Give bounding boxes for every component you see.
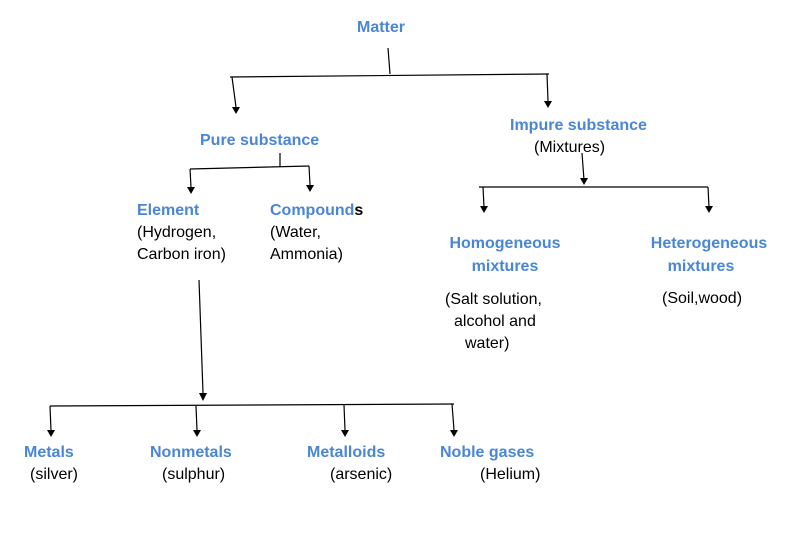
node-homogeneous-label-1: Homogeneous (449, 235, 561, 252)
node-nonmetals-detail: (sulphur) (162, 466, 226, 483)
connector-to-metals (49, 405, 52, 431)
connector-impure-stem (581, 152, 585, 181)
connector-root-bar (229, 73, 550, 78)
connector-to-metalloids (343, 404, 346, 431)
arrowhead-element (187, 187, 195, 194)
arrowhead-element-stem (199, 393, 207, 401)
arrowhead-heterogeneous (705, 206, 713, 213)
arrowhead-homogeneous (480, 206, 488, 213)
node-compounds-label: Compounds (270, 199, 363, 222)
connector-pure-bar (189, 165, 310, 170)
connector-to-heterogeneous (707, 186, 710, 208)
node-compounds-detail-2: Ammonia) (270, 246, 343, 263)
node-element-label: Element (137, 202, 200, 219)
node-pure-substance-label: Pure substance (200, 132, 320, 149)
arrowhead-compounds (306, 185, 314, 192)
compounds-label-main: Compound (270, 202, 355, 219)
compounds-label-tail: s (354, 202, 364, 219)
node-homogeneous-detail-1: (Salt solution, (445, 291, 542, 308)
connector-to-compounds (308, 165, 311, 186)
node-impure-substance-sublabel: (Mixtures) (534, 139, 606, 156)
node-heterogeneous-label-1: Heterogeneous (650, 235, 768, 252)
node-matter-label: Matter (357, 19, 406, 36)
connector-root-stem (387, 47, 391, 75)
node-element-detail-1: (Hydrogen, (137, 224, 217, 241)
connector-to-pure (231, 76, 237, 108)
node-nonmetals-label: Nonmetals (150, 444, 232, 461)
node-metals-detail: (silver) (30, 466, 78, 483)
arrowhead-metalloids (341, 430, 349, 437)
node-noble-gases-label: Noble gases (440, 444, 535, 461)
connector-to-nonmetals (195, 405, 198, 431)
node-noble-gases-detail: (Helium) (480, 466, 541, 483)
arrowhead-impure (544, 101, 552, 108)
connector-to-impure (546, 73, 549, 102)
node-impure-substance-label: Impure substance (510, 117, 647, 134)
arrowhead-impure-stem (580, 178, 588, 185)
connector-to-noble-gases (451, 403, 455, 431)
node-element-detail-2: Carbon iron) (137, 246, 226, 263)
arrowhead-noble-gases (450, 430, 458, 437)
node-metalloids-detail: (arsenic) (330, 466, 393, 483)
node-homogeneous-detail-3: water) (465, 335, 510, 352)
node-heterogeneous-label-2: mixtures (667, 258, 735, 275)
node-compounds-detail-1: (Water, (270, 224, 321, 241)
node-homogeneous-label-2: mixtures (471, 258, 539, 275)
node-metals-label: Metals (24, 444, 74, 461)
connector-element-types-bar (49, 403, 455, 407)
connector-element-stem (198, 279, 204, 394)
node-metalloids-label: Metalloids (307, 444, 386, 461)
arrowhead-pure (232, 107, 240, 114)
node-homogeneous-detail-2: alcohol and (454, 313, 536, 330)
connector-to-homogeneous (482, 186, 485, 208)
arrowhead-nonmetals (193, 430, 201, 437)
arrowhead-metals (47, 430, 55, 437)
connector-to-element (189, 168, 192, 188)
node-heterogeneous-detail: (Soil,wood) (662, 290, 743, 307)
